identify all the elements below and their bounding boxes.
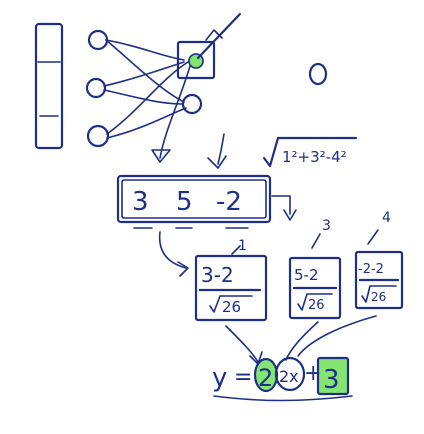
- arrows-to-vector: [151, 65, 227, 169]
- fraction-1-index: 1: [238, 238, 247, 254]
- norm-expression-text: 1²+3²-4²: [282, 148, 347, 166]
- arrows-to-equation: [225, 315, 377, 365]
- fraction-2-numerator: 5-2: [294, 266, 319, 284]
- hidden-neuron-2: [181, 93, 203, 115]
- vector-right-arrow: [271, 195, 291, 215]
- input-neuron-2: [85, 77, 107, 99]
- equation-equals: =: [234, 365, 252, 390]
- vector-down-arrow: [158, 231, 187, 269]
- vector-value-1: 3: [132, 187, 149, 217]
- fraction-3-denominator: 26: [371, 290, 386, 304]
- output-neuron: [308, 62, 328, 86]
- connection-lines: [103, 39, 189, 139]
- vector-box: 3 5 -2: [116, 174, 272, 229]
- target-neuron-box: [176, 12, 242, 80]
- fraction-1-numerator: 3-2: [201, 263, 234, 287]
- fraction-2-index: 3: [322, 218, 331, 234]
- input-column: [34, 22, 64, 150]
- equation: y = 2 2x + 3: [212, 356, 353, 402]
- input-neurons: [85, 29, 110, 148]
- vector-value-2: 5: [176, 187, 193, 217]
- normalized-box-3: -2-2 26 4: [354, 210, 404, 310]
- equation-weight: 2: [258, 364, 273, 392]
- input-neuron-1: [87, 29, 109, 51]
- fraction-1-denominator: 26: [222, 298, 241, 316]
- fraction-3-index: 4: [382, 210, 391, 226]
- fraction-2-denominator: 26: [308, 298, 325, 313]
- fraction-3-numerator: -2-2: [358, 262, 384, 277]
- norm-expression: 1²+3²-4²: [262, 136, 358, 168]
- input-neuron-3: [86, 124, 110, 148]
- equation-y: y: [212, 363, 227, 393]
- normalized-box-1: 3-2 26 1: [194, 238, 268, 322]
- normalized-box-2: 5-2 26 3: [288, 218, 342, 320]
- equation-bias: 3: [323, 365, 340, 395]
- equation-x: 2x: [279, 367, 299, 386]
- vector-value-3: -2: [216, 187, 242, 217]
